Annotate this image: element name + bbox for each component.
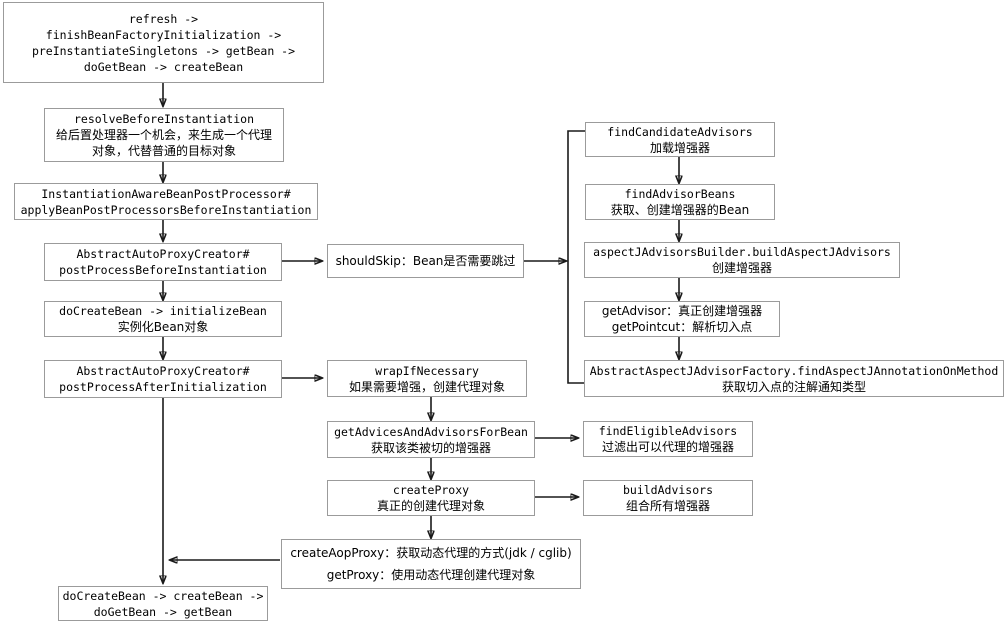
node-find-advisor-beans-line-1: 获取、创建增强器的Bean [610, 203, 750, 217]
node-getadvices-line-1: 获取该类被切的增强器 [370, 440, 491, 455]
node-docreatebean-init-line-0: doCreateBean -> initializeBean [59, 304, 267, 318]
node-find-eligible-line-1: 过滤出可以代理的增强器 [601, 440, 734, 454]
node-build-aspectj-line-0: aspectJAdvisorsBuilder.buildAspectJAdvis… [593, 245, 891, 259]
node-wrapifnecessary-line-0: wrapIfNecessary [375, 363, 479, 378]
node-create-proxy[interactable]: createProxy 真正的创建代理对象 [327, 480, 535, 516]
node-resolve-line-2: 对象，代替普通的目标对象 [91, 144, 236, 158]
node-get-advisor[interactable]: getAdvisor：真正创建增强器 getPointcut：解析切入点 [584, 301, 780, 337]
node-build-advisors-line-1: 组合所有增强器 [625, 499, 710, 513]
node-build-advisors-line-0: buildAdvisors [622, 483, 713, 497]
node-find-eligible-line-0: findEligibleAdvisors [598, 424, 738, 438]
node-entry-line-2: preInstantiateSingletons -> getBean -> [31, 43, 296, 58]
node-ppbi-line-0: AbstractAutoProxyCreator# [76, 247, 250, 261]
node-docreatebean-init-line-1: 实例化Bean对象 [117, 320, 209, 334]
node-getadvisor-line-1: getPointcut：解析切入点 [611, 320, 753, 334]
node-find-aspectj-annotation-line-1: 获取切入点的注解通知类型 [721, 379, 866, 394]
node-wrap-if-necessary[interactable]: wrapIfNecessary 如果需要增强，创建代理对象 [327, 360, 527, 397]
node-should-skip-line-0: shouldSkip：Bean是否需要跳过 [335, 254, 516, 268]
node-instantiation-aware-line-0: InstantiationAwareBeanPostProcessor# [41, 186, 291, 201]
node-createaopproxy-line-0: createAopProxy：获取动态代理的方式(jdk / cglib) [290, 546, 572, 560]
node-instantiation-aware-line-1: applyBeanPostProcessorsBeforeInstantiati… [20, 202, 312, 217]
node-find-candidate-line-1: 加载增强器 [649, 140, 710, 155]
node-bottom-exit-line-0: doCreateBean -> createBean -> [62, 588, 264, 603]
node-find-eligible-advisors[interactable]: findEligibleAdvisors 过滤出可以代理的增强器 [583, 421, 753, 457]
node-find-candidate-line-0: findCandidateAdvisors [607, 124, 753, 139]
node-entry[interactable]: refresh -> finishBeanFactoryInitializati… [3, 2, 324, 83]
node-build-advisors[interactable]: buildAdvisors 组合所有增强器 [583, 480, 753, 516]
node-resolve-line-0: resolveBeforeInstantiation [73, 112, 254, 126]
node-find-advisor-beans-line-0: findAdvisorBeans [624, 187, 736, 201]
node-build-aspectj-advisors[interactable]: aspectJAdvisorsBuilder.buildAspectJAdvis… [584, 242, 900, 278]
node-resolve-before-instantiation[interactable]: resolveBeforeInstantiation 给后置处理器一个机会，来生… [44, 108, 284, 162]
node-do-create-bean-initialize-bean[interactable]: doCreateBean -> initializeBean 实例化Bean对象 [44, 301, 282, 337]
node-instantiation-aware-bean-post-processor[interactable]: InstantiationAwareBeanPostProcessor# app… [14, 183, 318, 220]
node-createaopproxy-line-1: getProxy：使用动态代理创建代理对象 [326, 568, 536, 582]
node-should-skip[interactable]: shouldSkip：Bean是否需要跳过 [327, 244, 524, 278]
node-post-process-after-initialization[interactable]: AbstractAutoProxyCreator# postProcessAft… [44, 360, 282, 398]
node-bottom-exit[interactable]: doCreateBean -> createBean -> doGetBean … [58, 586, 268, 621]
node-createproxy-line-0: createProxy [392, 483, 470, 497]
node-build-aspectj-line-1: 创建增强器 [711, 261, 772, 275]
node-find-candidate-advisors[interactable]: findCandidateAdvisors 加载增强器 [585, 122, 775, 157]
node-createproxy-line-1: 真正的创建代理对象 [376, 499, 485, 513]
node-ppai-line-0: AbstractAutoProxyCreator# [76, 364, 250, 378]
node-wrapifnecessary-line-1: 如果需要增强，创建代理对象 [348, 379, 505, 394]
node-find-advisor-beans[interactable]: findAdvisorBeans 获取、创建增强器的Bean [585, 184, 775, 220]
node-resolve-line-1: 给后置处理器一个机会，来生成一个代理 [55, 128, 272, 142]
node-bottom-exit-line-1: doGetBean -> getBean [93, 604, 233, 619]
node-getadvices-line-0: getAdvicesAndAdvisorsForBean [334, 424, 528, 439]
node-entry-line-0: refresh -> [128, 11, 199, 26]
node-find-aspectj-annotation-on-method[interactable]: AbstractAspectJAdvisorFactory.findAspect… [584, 360, 1004, 397]
node-get-advices-and-advisors-for-bean[interactable]: getAdvicesAndAdvisorsForBean 获取该类被切的增强器 [327, 421, 535, 458]
node-getadvisor-line-0: getAdvisor：真正创建增强器 [601, 304, 763, 318]
node-find-aspectj-annotation-line-0: AbstractAspectJAdvisorFactory.findAspect… [589, 363, 999, 378]
node-entry-line-1: finishBeanFactoryInitialization -> [45, 27, 282, 42]
node-ppbi-line-1: postProcessBeforeInstantiation [59, 263, 267, 277]
node-ppai-line-1: postProcessAfterInitialization [59, 380, 267, 394]
node-post-process-before-instantiation[interactable]: AbstractAutoProxyCreator# postProcessBef… [44, 243, 282, 281]
node-create-aop-proxy[interactable]: createAopProxy：获取动态代理的方式(jdk / cglib) ge… [281, 539, 581, 589]
node-entry-line-3: doGetBean -> createBean [83, 59, 244, 74]
